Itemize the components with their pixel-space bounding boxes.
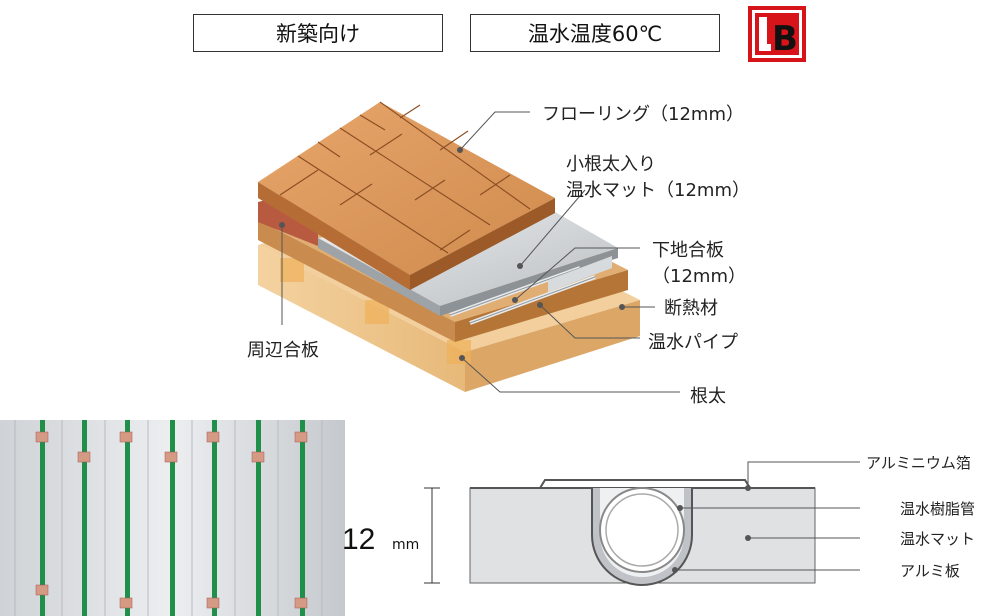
brand-logo: B [748, 6, 806, 62]
label-subfloor-line1: 下地合板 [652, 240, 724, 261]
tag-new-construction: 新築向け [193, 14, 443, 52]
thickness-dimension-line [424, 487, 440, 584]
tag-water-temperature-text: 温水温度60℃ [527, 22, 663, 46]
tag-water-temperature: 温水温度60℃ [470, 14, 720, 52]
thickness-unit: mm [392, 537, 420, 553]
label-aluminum-foil: アルミニウム箔 [866, 454, 971, 472]
label-perimeter-plywood: 周辺合板 [247, 340, 319, 361]
label-mat-line1: 小根太入り [566, 154, 656, 175]
leader-lines-section [675, 461, 860, 571]
label-insulation: 断熱材 [664, 298, 718, 319]
cross-section [469, 479, 816, 586]
label-water-mat: 温水マット [900, 530, 976, 548]
label-flooring: フローリング（12mm） [542, 104, 744, 125]
label-subfloor-line2: （12mm） [652, 266, 746, 287]
leader-lines-3d [281, 111, 680, 393]
brand-logo-letter: B [772, 19, 798, 59]
label-aluminum-plate: アルミ板 [900, 562, 960, 580]
label-mat-line2: 温水マット（12mm） [566, 180, 750, 201]
flooring-layer [258, 101, 555, 290]
hot-water-mat-photo [0, 420, 345, 616]
label-pipe: 温水パイプ [648, 332, 738, 353]
label-resin-pipe: 温水樹脂管 [900, 500, 976, 518]
thickness-value: 12 [342, 523, 376, 556]
tag-new-construction-text: 新築向け [276, 22, 360, 46]
label-joist: 根太 [690, 386, 726, 407]
